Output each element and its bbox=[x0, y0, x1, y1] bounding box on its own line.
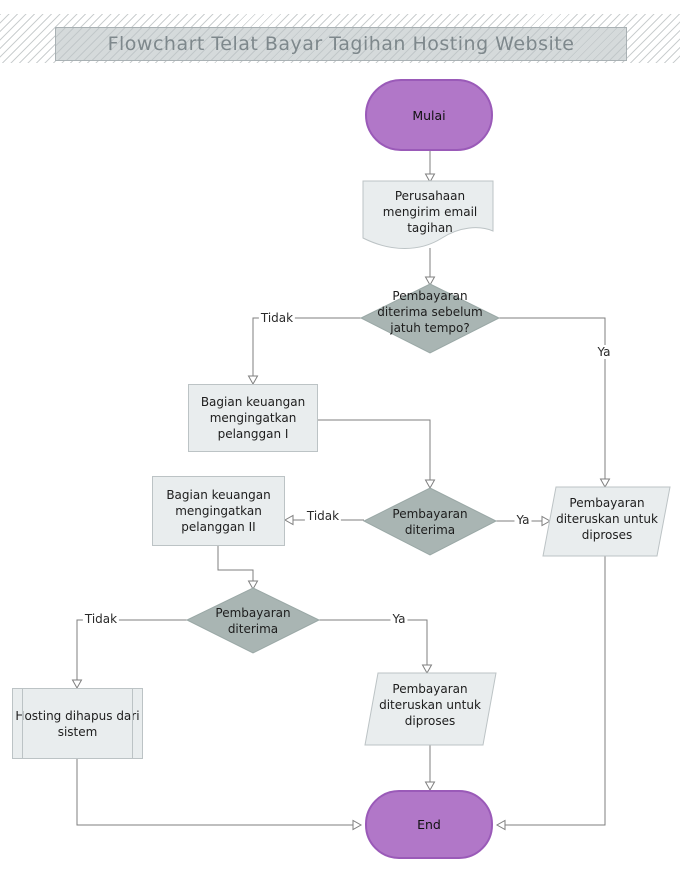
arrowhead-down-icon bbox=[71, 679, 83, 690]
edge-decision3-yes bbox=[319, 619, 428, 665]
decision3-diamond bbox=[185, 587, 321, 654]
arrowhead-down-icon bbox=[247, 375, 259, 386]
title-box: Flowchart Telat Bayar Tagihan Hosting We… bbox=[55, 27, 627, 61]
arrowhead-right-icon bbox=[352, 819, 363, 831]
send-email-label: Perusahaan mengirim email tagihan bbox=[382, 189, 478, 235]
arrowhead-right-icon bbox=[541, 515, 552, 527]
arrowhead-down-icon bbox=[421, 664, 433, 675]
predefined-process-bar bbox=[132, 689, 133, 758]
data-shape-payment-right bbox=[542, 486, 671, 557]
edge-hosting-to-end bbox=[76, 759, 353, 826]
edge-decision1-no bbox=[252, 317, 361, 376]
predefined-process-bar bbox=[22, 689, 23, 758]
process-remind1-label: Bagian keuangan mengingatkan pelanggan I bbox=[200, 395, 306, 441]
payment-right-label: Pembayaran diteruskan untuk diproses bbox=[556, 496, 658, 542]
hosting-removed-label: Hosting dihapus dari sistem bbox=[15, 708, 140, 739]
decision1-diamond bbox=[359, 283, 501, 354]
arrowhead-down-icon bbox=[424, 781, 436, 792]
decision2-diamond bbox=[362, 487, 498, 556]
data-shape-payment-bottom bbox=[364, 672, 497, 746]
edge-payright-to-end bbox=[505, 556, 606, 826]
arrowhead-left-icon bbox=[283, 514, 294, 526]
decision2-label: Pembayaran diterima bbox=[392, 507, 468, 537]
edge-label-decision3-yes: Ya bbox=[390, 612, 408, 626]
arrowhead-down-icon bbox=[424, 276, 436, 287]
edge-label-decision2-no: Tidak bbox=[304, 509, 342, 523]
edge-decision1-yes bbox=[499, 317, 606, 479]
process-remind2-label: Bagian keuangan mengingatkan pelanggan I… bbox=[166, 488, 271, 534]
start-label: Mulai bbox=[412, 107, 446, 123]
arrowhead-left-icon bbox=[495, 819, 506, 831]
end-label: End bbox=[417, 817, 441, 832]
end-terminal: End bbox=[365, 790, 493, 859]
start-terminal: Mulai bbox=[365, 79, 493, 151]
edge-label-decision1-yes: Ya bbox=[595, 345, 613, 359]
decision3-label: Pembayaran diterima bbox=[215, 606, 291, 636]
edge-decision3-no bbox=[76, 619, 187, 680]
edge-remind1-to-decision2 bbox=[318, 419, 431, 480]
decision1-label: Pembayaran diterima sebelum jatuh tempo? bbox=[377, 289, 483, 335]
edge-label-decision2-yes: Ya bbox=[514, 513, 532, 527]
payment-bottom-label: Pembayaran diteruskan untuk diproses bbox=[379, 682, 481, 728]
edge-label-decision3-no: Tidak bbox=[82, 612, 120, 626]
title-hatch-band: Flowchart Telat Bayar Tagihan Hosting We… bbox=[0, 14, 680, 63]
edge-remind2-to-decision3 bbox=[217, 546, 254, 581]
predefined-process-hosting-removed: Hosting dihapus dari sistem bbox=[12, 688, 143, 759]
arrowhead-down-icon bbox=[424, 479, 436, 490]
process-remind2: Bagian keuangan mengingatkan pelanggan I… bbox=[152, 476, 285, 546]
page-title: Flowchart Telat Bayar Tagihan Hosting We… bbox=[107, 33, 575, 55]
document-shape-send-email bbox=[362, 180, 494, 249]
arrowhead-down-icon bbox=[424, 173, 436, 184]
edge-label-decision1-no: Tidak bbox=[258, 311, 296, 325]
process-remind1: Bagian keuangan mengingatkan pelanggan I bbox=[188, 384, 318, 452]
arrowhead-down-icon bbox=[599, 478, 611, 489]
arrowhead-down-icon bbox=[247, 580, 259, 591]
